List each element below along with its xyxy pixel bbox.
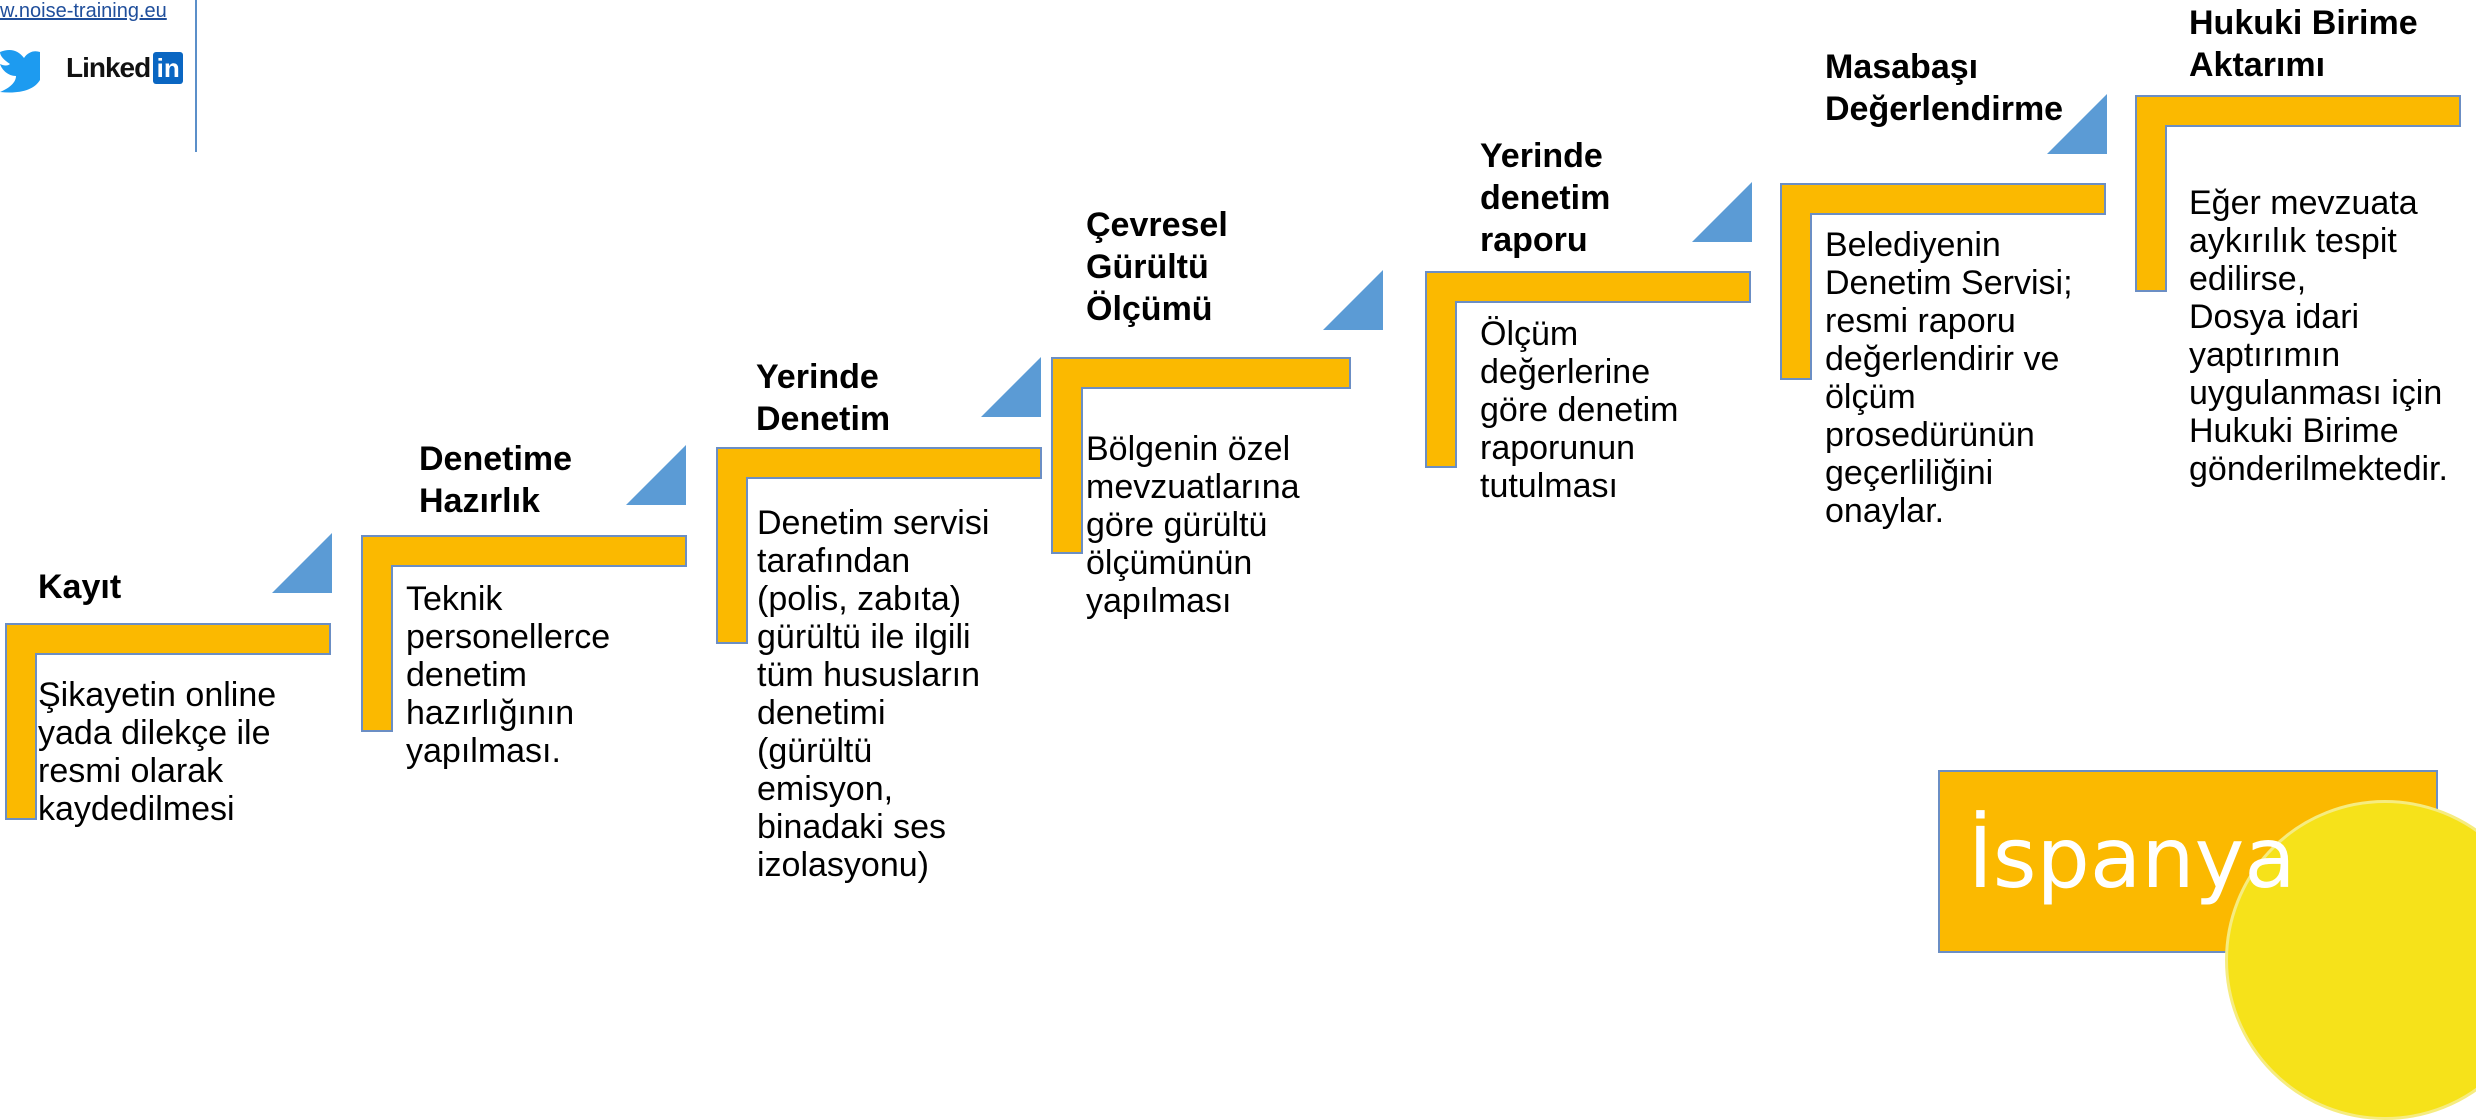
step-description: Belediyenin Denetim Servisi; resmi rapor… — [1825, 226, 2073, 530]
step-bracket — [361, 535, 687, 732]
step-title: Yerinde denetim raporu — [1480, 137, 1611, 259]
step-title: Denetime Hazırlık — [419, 440, 573, 520]
twitter-icon[interactable] — [0, 44, 40, 94]
step-bracket — [1780, 183, 2106, 380]
linkedin-wordmark: Linked — [66, 52, 151, 83]
step-bracket — [5, 623, 331, 820]
step-title: Masabaşı Değerlendirme — [1825, 48, 2064, 128]
step-title: Yerinde Denetim — [756, 358, 891, 438]
step-description: Ölçüm değerlerine göre denetim raporunun… — [1480, 315, 1679, 505]
step-bracket — [716, 447, 1042, 644]
step-arrow-triangle — [981, 357, 1041, 417]
linkedin-icon[interactable]: Linked in — [66, 52, 184, 84]
step-arrow-triangle — [626, 445, 686, 505]
step-bracket — [2135, 95, 2461, 292]
step-title: Hukuki Birime Aktarımı — [2189, 4, 2418, 84]
step-description: Şikayetin online yada dilekçe ile resmi … — [38, 676, 277, 828]
step-title: Çevresel Gürültü Ölçümü — [1086, 206, 1228, 328]
step-description: Bölgenin özel mevzuatlarına göre gürültü… — [1086, 430, 1300, 620]
header-divider — [195, 0, 197, 152]
step-arrow-triangle — [1692, 182, 1752, 242]
linkedin-box: in — [153, 52, 184, 84]
step-title: Kayıt — [38, 568, 122, 606]
step-bracket — [1425, 271, 1751, 468]
step-bracket — [1051, 357, 1351, 554]
country-label: İspanya — [1968, 809, 2296, 907]
step-arrow-triangle — [272, 533, 332, 593]
step-description: Eğer mevzuata aykırılık tespit edilirse,… — [2189, 184, 2448, 488]
website-link[interactable]: w.noise-training.eu — [0, 0, 167, 22]
step-arrow-triangle — [1323, 270, 1383, 330]
step-arrow-triangle — [2047, 94, 2107, 154]
step-description: Teknik personellerce denetim hazırlığını… — [406, 580, 611, 770]
step-description: Denetim servisi tarafından (polis, zabıt… — [757, 504, 990, 884]
